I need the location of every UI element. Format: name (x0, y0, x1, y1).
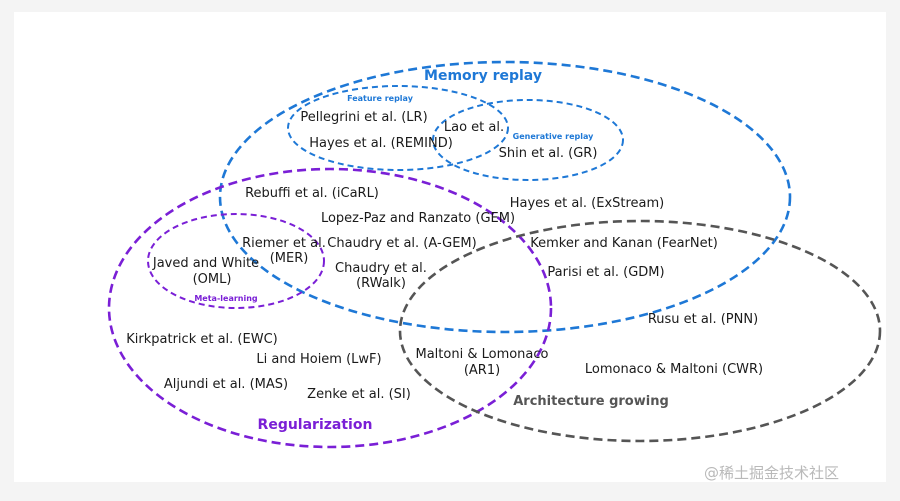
method-label: Rebuffi et al. (iCaRL) (245, 186, 379, 201)
method-label: Parisi et al. (GDM) (547, 265, 664, 280)
method-label: Chaudry et al. (A-GEM) (327, 236, 476, 251)
method-label: Zenke et al. (SI) (307, 387, 411, 402)
method-label: Rusu et al. (PNN) (648, 312, 758, 327)
architecture-growing-ellipse (398, 219, 882, 443)
feature-replay-label: Feature replay (347, 94, 414, 103)
method-label: Hayes et al. (ExStream) (510, 196, 665, 211)
method-label: Aljundi et al. (MAS) (164, 377, 288, 392)
method-label: Li and Hoiem (LwF) (256, 352, 381, 367)
method-label: Kemker and Kanan (FearNet) (530, 236, 718, 251)
method-label: (MER) (270, 251, 309, 266)
method-label: Lao et al. (444, 120, 504, 135)
regularization-ellipse (107, 167, 553, 449)
method-label: Pellegrini et al. (LR) (300, 110, 427, 125)
meta-learning-ellipse (147, 213, 325, 309)
memory-replay-ellipse (218, 60, 792, 334)
architecture-growing-label: Architecture growing (513, 394, 669, 409)
method-label: Kirkpatrick et al. (EWC) (126, 332, 277, 347)
meta-learning-label: Meta-learning (194, 294, 258, 303)
generative-replay-ellipse (432, 99, 624, 181)
feature-replay-ellipse (287, 85, 509, 171)
method-label: (RWalk) (356, 276, 406, 291)
diagram-canvas (14, 12, 886, 482)
generative-replay-label: Generative replay (513, 132, 594, 141)
method-label: Hayes et al. (REMIND) (309, 136, 453, 151)
method-label: Maltoni & Lomonaco (416, 347, 549, 362)
watermark: @稀土掘金技术社区 (704, 464, 840, 482)
method-label: (AR1) (464, 363, 500, 378)
method-label: (OML) (193, 272, 232, 287)
memory-replay-label: Memory replay (424, 68, 542, 84)
method-label: Shin et al. (GR) (499, 146, 598, 161)
regularization-label: Regularization (258, 417, 373, 433)
method-label: Javed and White (152, 256, 259, 271)
method-label: Lomonaco & Maltoni (CWR) (585, 362, 763, 377)
method-label: Riemer et al. (242, 236, 326, 251)
method-label: Chaudry et al. (335, 261, 427, 276)
method-label: Lopez-Paz and Ranzato (GEM) (321, 211, 515, 226)
